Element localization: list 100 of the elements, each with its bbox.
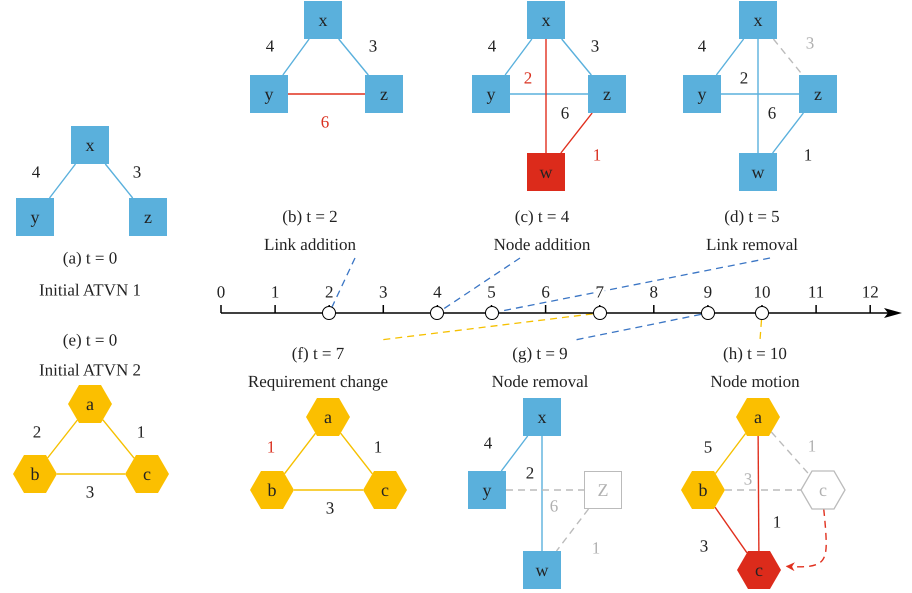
- hexagon-node: a: [736, 398, 780, 436]
- link-line: [560, 112, 593, 154]
- square-node: x: [304, 1, 342, 39]
- tick-label: 3: [378, 284, 389, 300]
- weight-label: 2: [32, 424, 42, 440]
- weight-label: 2: [524, 70, 532, 86]
- panel-title: Initial ATVN 2: [38, 362, 142, 378]
- link-line: [284, 432, 316, 474]
- panel-caption: (f) t = 7: [292, 343, 344, 365]
- square-node: w: [739, 153, 777, 191]
- weight-label: 3: [326, 500, 334, 516]
- link-line: [714, 433, 746, 474]
- link-line: [545, 39, 547, 153]
- weight-label: 3: [86, 484, 94, 500]
- square-node: y: [16, 198, 54, 236]
- square-node: z: [588, 75, 626, 113]
- square-node: z: [129, 198, 167, 236]
- square-node: y: [468, 471, 506, 509]
- square-node: x: [71, 126, 109, 164]
- link-line: [506, 489, 584, 491]
- tick-label: 10: [752, 284, 772, 300]
- event-title: Node motion: [710, 371, 800, 393]
- hexagon-node: c: [737, 551, 781, 589]
- weight-label: 5: [704, 438, 712, 456]
- weight-label: 4: [32, 164, 40, 180]
- panel-caption: (e) t = 0: [62, 332, 118, 348]
- link-line: [500, 436, 528, 472]
- event-marker: [322, 306, 336, 320]
- weight-label: 1: [772, 514, 782, 530]
- link-line: [47, 420, 78, 458]
- weight-label: 6: [768, 104, 776, 122]
- tick-label: 1: [270, 284, 280, 300]
- event-marker: [430, 306, 444, 320]
- square-node: y: [250, 75, 288, 113]
- hexagon-node: a: [68, 385, 112, 423]
- link-line: [57, 473, 125, 475]
- weight-label: 6: [560, 104, 570, 122]
- square-node: z: [365, 75, 403, 113]
- link-line: [561, 38, 592, 76]
- event-title: Requirement change: [248, 371, 388, 393]
- hexagon-node: b: [681, 471, 725, 509]
- link-line: [757, 39, 759, 153]
- weight-label: 3: [806, 34, 814, 52]
- event-title: Node addition: [494, 234, 590, 256]
- tick-label: 6: [540, 284, 551, 300]
- panel-caption: (d) t = 5: [724, 206, 780, 228]
- hexagon-node: c: [125, 455, 169, 493]
- link-line: [294, 489, 363, 491]
- hexagon-node: c: [801, 471, 845, 509]
- square-node: x: [527, 1, 565, 39]
- link-line: [772, 38, 804, 76]
- link-line: [757, 436, 760, 551]
- event-title: Link removal: [706, 234, 798, 256]
- weight-label: 3: [132, 164, 142, 180]
- link-line: [556, 508, 590, 552]
- leader-line: [442, 257, 520, 310]
- square-node: z: [799, 75, 837, 113]
- panel-caption: (h) t = 10: [723, 343, 787, 365]
- weight-label: 3: [368, 38, 378, 54]
- link-line: [504, 38, 532, 76]
- link-line: [714, 506, 748, 554]
- tick-label: 8: [648, 284, 660, 300]
- weight-label: 3: [700, 538, 708, 554]
- link-line: [340, 432, 373, 474]
- weight-label: 1: [804, 146, 812, 164]
- panel-caption: (c) t = 4: [514, 206, 570, 228]
- hexagon-node: b: [13, 455, 57, 493]
- square-node: y: [683, 75, 721, 113]
- weight-label: 3: [744, 470, 752, 488]
- weight-label: 1: [808, 438, 816, 454]
- square-node: w: [523, 551, 561, 589]
- leader-line: [574, 314, 702, 341]
- square-node: w: [527, 153, 565, 191]
- event-marker: [484, 306, 498, 320]
- tick-label: 9: [702, 284, 714, 300]
- hexagon-node: b: [250, 471, 294, 509]
- link-line: [104, 164, 134, 198]
- weight-label: 2: [526, 464, 534, 482]
- link-line: [102, 419, 135, 459]
- link-line: [510, 93, 588, 95]
- link-line: [288, 93, 365, 95]
- weight-label: 4: [266, 38, 274, 54]
- event-marker: [755, 306, 769, 320]
- weight-label: 1: [592, 146, 602, 164]
- tick-label: 12: [860, 284, 880, 300]
- event-title: Link addition: [264, 234, 356, 256]
- tick-label: 4: [432, 284, 443, 300]
- weight-label: 3: [590, 38, 600, 54]
- weight-label: 4: [698, 38, 706, 54]
- link-line: [338, 38, 369, 76]
- link-line: [541, 436, 543, 551]
- weight-label: 1: [266, 438, 276, 456]
- link-line: [725, 489, 801, 491]
- motion-arrow: [786, 508, 827, 572]
- panel-caption: (b) t = 2: [282, 206, 338, 228]
- link-line: [282, 38, 310, 76]
- event-title: Node removal: [492, 371, 588, 393]
- link-line: [770, 432, 810, 476]
- link-line: [48, 164, 76, 198]
- link-line: [772, 112, 804, 154]
